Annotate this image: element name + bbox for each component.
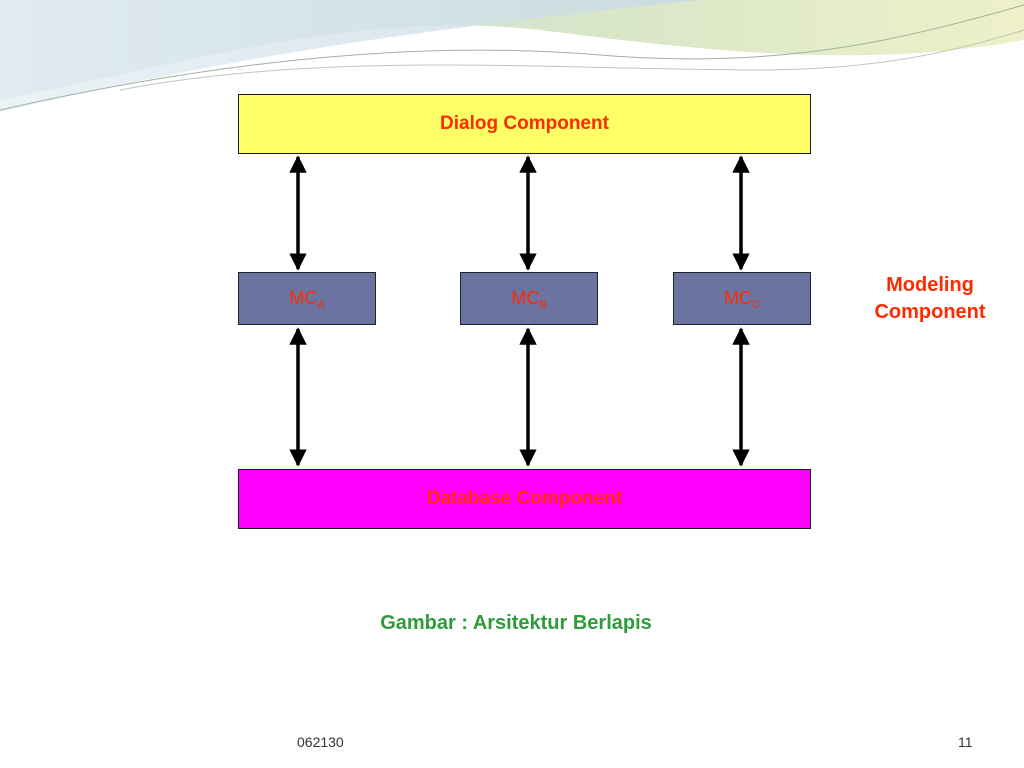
- top-wave-line: [0, 4, 1024, 111]
- page-number: 11: [958, 734, 973, 750]
- top-wave-line-2: [119, 29, 1024, 91]
- footer-code: 062130: [297, 734, 344, 750]
- figure-caption-text: Gambar : Arsitektur Berlapis: [380, 611, 652, 634]
- mc-a-label: MCA: [289, 288, 325, 311]
- figure-caption: Gambar : Arsitektur Berlapis: [290, 590, 742, 656]
- arrows: [289, 155, 750, 467]
- dialog-component-label: Dialog Component: [440, 113, 609, 134]
- mc-b-label: MCB: [511, 288, 547, 311]
- mc-c-label: MCC: [724, 288, 760, 311]
- modeling-component-label: Modeling Component: [874, 274, 986, 323]
- top-wave-band-light: [0, 0, 700, 112]
- database-component-label: Database Component: [426, 488, 623, 509]
- database-component-box: Database Component: [238, 469, 811, 529]
- mc-c-box: MCC: [673, 272, 811, 325]
- dialog-component-box: Dialog Component: [238, 94, 811, 154]
- mc-b-box: MCB: [460, 272, 598, 325]
- mc-a-box: MCA: [238, 272, 376, 325]
